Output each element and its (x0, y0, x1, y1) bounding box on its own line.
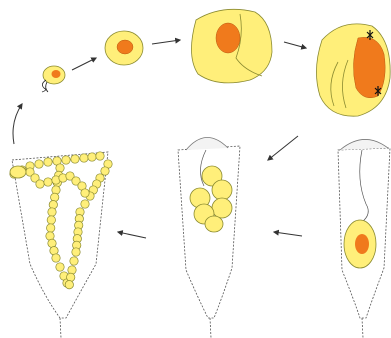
lorica-with-bead-chain (10, 152, 112, 338)
arrow-chain-to-swarmer (13, 104, 22, 144)
bead (65, 281, 73, 289)
arrow-cluster-to-chain (118, 232, 146, 238)
bead (88, 153, 96, 161)
round-cell-nucleus (117, 40, 133, 54)
swarmer-flagellum-2 (46, 82, 48, 92)
round-cell (105, 31, 143, 65)
bead (44, 158, 52, 166)
bead (80, 154, 88, 162)
terminal-bead (10, 166, 26, 178)
bead (71, 155, 79, 163)
arrow-single-to-cluster (274, 232, 302, 236)
lorica-with-single-cell (338, 139, 390, 338)
arrow-dividing-to-lorica-cluster (268, 136, 298, 160)
arrow-enlarged-to-dividing (284, 42, 306, 48)
bead (44, 178, 52, 186)
bead (48, 208, 56, 216)
bead (70, 257, 78, 265)
bead (81, 200, 89, 208)
enlarged-cell-nucleus (216, 23, 240, 53)
enlarged-cell (191, 9, 272, 83)
bead (96, 152, 104, 160)
dividing-cell (316, 24, 390, 116)
bead (72, 248, 80, 256)
bead (52, 254, 60, 262)
arrow-round-to-enlarged (152, 40, 180, 44)
bead (48, 239, 56, 247)
bead (35, 160, 43, 168)
bead (62, 156, 70, 164)
bead (36, 180, 44, 188)
lorica-cell-nucleus (355, 234, 369, 254)
bead (47, 224, 55, 232)
bead (67, 273, 75, 281)
bead (101, 167, 109, 175)
arrow-swarmer-to-round (72, 58, 96, 70)
swarmer-cell (42, 66, 65, 92)
swarmer-nucleus (52, 70, 61, 78)
bead (51, 193, 59, 201)
bead (56, 263, 64, 271)
lorica-with-cell-cluster (178, 137, 240, 338)
bead (81, 189, 89, 197)
bead (47, 216, 55, 224)
